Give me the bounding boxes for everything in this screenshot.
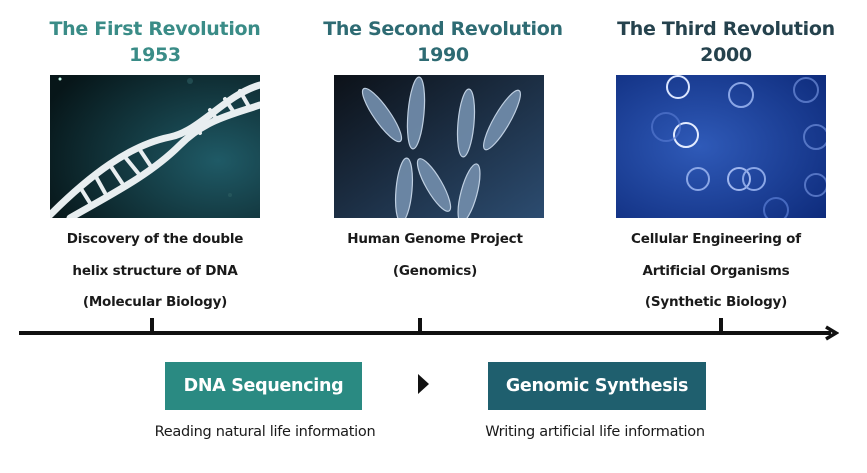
revolution-1-title-text: The First Revolution xyxy=(49,18,261,40)
revolution-3-title: The Third Revolution 2000 xyxy=(581,16,867,68)
dna-sequencing-caption: Reading natural life information xyxy=(154,424,376,440)
revolution-3: The Third Revolution 2000 xyxy=(581,0,867,68)
revolution-1-year: 1953 xyxy=(129,44,181,66)
revolution-3-title-text: The Third Revolution xyxy=(617,18,835,40)
description-line: Discovery of the double xyxy=(66,231,244,247)
timeline-axis xyxy=(19,331,831,335)
description-line: Artificial Organisms xyxy=(642,262,790,279)
revolution-2-description: Human Genome Project (Genomics) xyxy=(290,224,580,287)
dna-double-helix-image xyxy=(50,75,260,218)
revolution-2-year: 1990 xyxy=(417,44,469,66)
description-line: (Synthetic Biology) xyxy=(644,294,788,310)
cells-image xyxy=(616,75,826,218)
revolution-2-title: The Second Revolution 1990 xyxy=(298,16,588,68)
description-line: Cellular Engineering of xyxy=(631,231,801,247)
description-line: Human Genome Project xyxy=(347,231,523,247)
revolution-3-year: 2000 xyxy=(700,44,752,66)
revolution-3-description: Cellular Engineering of Artificial Organ… xyxy=(571,224,861,319)
timeline-tick-2000 xyxy=(719,318,723,333)
revolution-1: The First Revolution 1953 xyxy=(10,0,300,68)
description-line: helix structure of DNA xyxy=(72,262,238,279)
play-triangle-icon xyxy=(418,374,429,394)
description-line: (Molecular Biology) xyxy=(82,294,228,310)
genomic-synthesis-box: Genomic Synthesis xyxy=(488,362,706,410)
revolution-1-description: Discovery of the double helix structure … xyxy=(10,224,300,319)
revolution-2-title-text: The Second Revolution xyxy=(323,18,563,40)
timeline-tick-1953 xyxy=(150,318,154,333)
genomic-synthesis-caption: Writing artificial life information xyxy=(485,424,705,440)
timeline-tick-1990 xyxy=(418,318,422,333)
revolution-1-title: The First Revolution 1953 xyxy=(10,16,300,68)
arrow-right-icon xyxy=(825,325,839,341)
revolution-2: The Second Revolution 1990 xyxy=(298,0,588,68)
dna-sequencing-box: DNA Sequencing xyxy=(165,362,362,410)
chromosome-image xyxy=(334,75,544,218)
description-line: (Genomics) xyxy=(392,262,478,279)
